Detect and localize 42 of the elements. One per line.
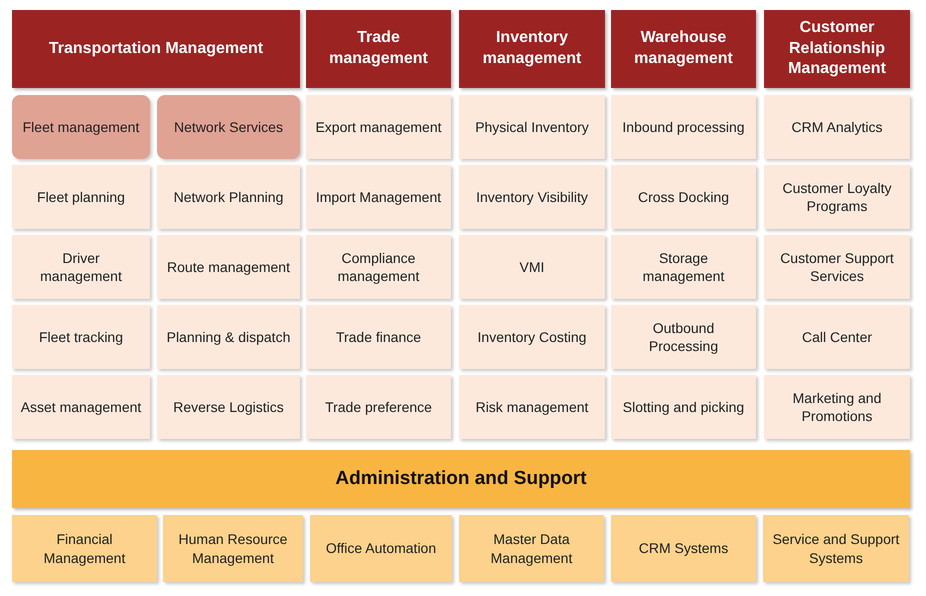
highlighted-tile: Network Services: [157, 95, 300, 159]
function-tile: Outbound Processing: [611, 305, 756, 369]
function-tile: Compliance management: [306, 235, 451, 299]
function-tile: Cross Docking: [611, 165, 756, 229]
function-tile: Marketing and Promotions: [764, 375, 910, 439]
category-header: Warehouse management: [611, 10, 756, 88]
highlighted-tile: Fleet management: [12, 95, 150, 159]
function-tile: CRM Analytics: [764, 95, 910, 159]
function-tile: Planning & dispatch: [157, 305, 300, 369]
support-tile: Service and Support Systems: [763, 515, 909, 582]
function-tile: VMI: [459, 235, 605, 299]
category-header: Inventory management: [459, 10, 605, 88]
support-tile: Office Automation: [310, 515, 452, 582]
category-header: Transportation Management: [12, 10, 300, 88]
category-header: Trade management: [306, 10, 451, 88]
function-tile: Export management: [306, 95, 451, 159]
support-band: Administration and Support: [12, 450, 910, 508]
function-tile: Risk management: [459, 375, 605, 439]
function-tile: Trade finance: [306, 305, 451, 369]
function-tile: Slotting and picking: [611, 375, 756, 439]
function-tile: Fleet planning: [12, 165, 150, 229]
function-tile: Import Management: [306, 165, 451, 229]
function-tile: Reverse Logistics: [157, 375, 300, 439]
category-header: Customer Relationship Management: [764, 10, 910, 88]
function-tile: Inbound processing: [611, 95, 756, 159]
function-tile: Inventory Costing: [459, 305, 605, 369]
function-tile: Route management: [157, 235, 300, 299]
function-tile: Storage management: [611, 235, 756, 299]
support-tile: Human Resource Management: [163, 515, 303, 582]
function-tile: Trade preference: [306, 375, 451, 439]
function-tile: Customer Support Services: [764, 235, 910, 299]
function-tile: Inventory Visibility: [459, 165, 605, 229]
support-tile: CRM Systems: [611, 515, 756, 582]
function-tile: Customer Loyalty Programs: [764, 165, 910, 229]
function-tile: Driver management: [12, 235, 150, 299]
support-tile: Financial Management: [12, 515, 157, 582]
function-tile: Physical Inventory: [459, 95, 605, 159]
support-tile: Master Data Management: [459, 515, 604, 582]
function-tile: Fleet tracking: [12, 305, 150, 369]
function-tile: Asset management: [12, 375, 150, 439]
function-tile: Call Center: [764, 305, 910, 369]
function-tile: Network Planning: [157, 165, 300, 229]
